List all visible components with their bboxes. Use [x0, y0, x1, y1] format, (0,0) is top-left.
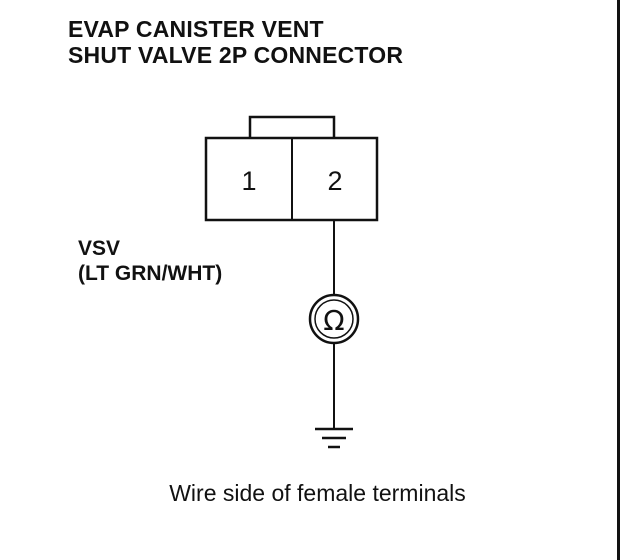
connector-latch	[248, 115, 336, 141]
ohm-symbol: Ω	[323, 304, 344, 337]
pin-1-label: 1	[241, 166, 256, 196]
wire-label-color: (LT GRN/WHT)	[78, 262, 223, 285]
wire-label: VSV (LT GRN/WHT)	[78, 236, 222, 286]
diagram-title-line-2: SHUT VALVE 2P CONNECTOR	[68, 42, 404, 68]
ground-icon	[315, 427, 353, 449]
diagram-caption: Wire side of female terminals	[169, 480, 466, 506]
wire-label-name: VSV	[78, 237, 121, 260]
diagram-title: EVAP CANISTER VENT SHUT VALVE 2P CONNECT…	[68, 16, 403, 68]
diagram-title-line-1: EVAP CANISTER VENT	[68, 16, 324, 42]
page-border-line	[617, 0, 620, 560]
pin-2-label: 2	[327, 166, 342, 196]
ohmmeter-icon: Ω	[308, 293, 360, 345]
